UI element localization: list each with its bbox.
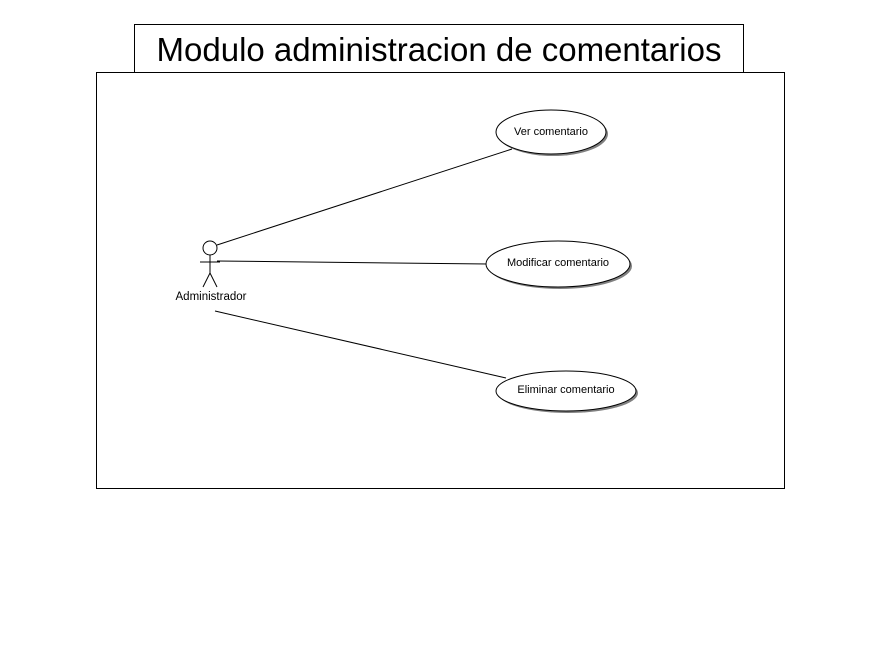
use-case-label: Eliminar comentario xyxy=(517,384,614,396)
use-case-label: Ver comentario xyxy=(514,126,588,138)
system-boundary xyxy=(96,72,785,489)
actor-administrador[interactable]: Administrador xyxy=(176,240,247,303)
actor-label: Administrador xyxy=(176,291,247,303)
use-case-label: Modificar comentario xyxy=(507,257,609,269)
associations xyxy=(214,148,513,379)
use-case-ellipse xyxy=(495,370,637,412)
use-case-ellipse xyxy=(485,240,631,288)
use-case-ellipse xyxy=(495,109,607,155)
association-line-ver[interactable] xyxy=(216,148,513,246)
page-title: Modulo administracion de comentarios xyxy=(157,31,722,68)
association-line-eliminar[interactable] xyxy=(214,310,507,379)
stick-figure-actor-icon xyxy=(200,240,220,288)
association-line-modificar[interactable] xyxy=(216,260,489,265)
use-case-ver-comentario[interactable]: Ver comentario xyxy=(495,109,608,156)
title-box: Modulo administracion de comentarios xyxy=(134,24,744,73)
use-case-modificar-comentario[interactable]: Modificar comentario xyxy=(485,240,632,289)
use-case-eliminar-comentario[interactable]: Eliminar comentario xyxy=(495,370,638,413)
